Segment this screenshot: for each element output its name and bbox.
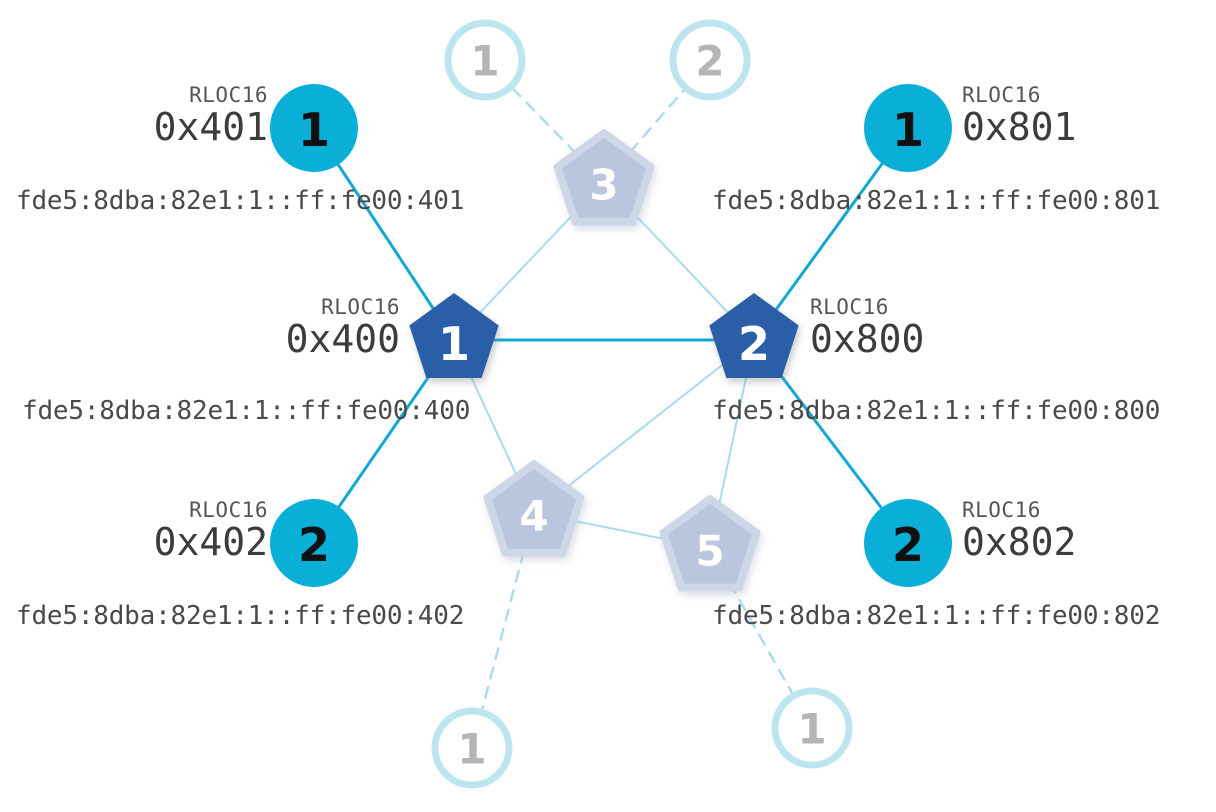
faded-router-3[interactable]: 3 <box>553 129 655 226</box>
faded-router-5[interactable]: 5 <box>659 495 761 592</box>
child-402[interactable]: 2 <box>270 499 358 587</box>
faded-child-bottom-right-badge: 1 <box>797 705 826 754</box>
router-400-badge: 1 <box>438 317 470 371</box>
child-402-rloc-value: 0x402 <box>153 520 268 565</box>
router-400[interactable]: 1 <box>409 293 499 379</box>
child-801-ipv6: fde5:8dba:82e1:1::ff:fe00:801 <box>712 186 1161 216</box>
faded-child-bottom-right[interactable]: 1 <box>771 687 853 769</box>
child-402-badge: 2 <box>298 518 330 572</box>
router-800-rloc-value: 0x800 <box>810 317 925 362</box>
child-801[interactable]: 1 <box>864 84 952 172</box>
faded-router-4[interactable]: 4 <box>483 460 585 557</box>
router-400-rloc-caption: RLOC16 <box>321 295 400 319</box>
router-800[interactable]: 2 <box>709 293 799 379</box>
faded-child-bottom-left[interactable]: 1 <box>431 707 513 789</box>
router-800-ipv6: fde5:8dba:82e1:1::ff:fe00:800 <box>712 396 1161 426</box>
child-401-badge: 1 <box>298 103 330 157</box>
child-402-rloc-caption: RLOC16 <box>189 498 268 522</box>
child-802-rloc-value: 0x802 <box>962 520 1077 565</box>
child-401[interactable]: 1 <box>270 84 358 172</box>
faded-child-bottom-left-badge: 1 <box>457 725 486 774</box>
faded-child-top-right[interactable]: 2 <box>669 19 751 101</box>
faded-router-3-badge: 3 <box>589 161 618 210</box>
router-400-rloc-value: 0x400 <box>285 317 400 362</box>
link-faded <box>533 339 755 514</box>
faded-child-top-left-badge: 1 <box>470 37 499 86</box>
child-802-rloc-caption: RLOC16 <box>962 498 1041 522</box>
faded-child-top-right-badge: 2 <box>695 37 724 86</box>
router-800-badge: 2 <box>738 317 770 371</box>
child-401-ipv6: fde5:8dba:82e1:1::ff:fe00:401 <box>16 186 465 216</box>
router-400-ipv6: fde5:8dba:82e1:1::ff:fe00:400 <box>22 396 471 426</box>
faded-router-4-badge: 4 <box>519 492 548 541</box>
faded-router-5-badge: 5 <box>695 527 724 576</box>
child-401-rloc-caption: RLOC16 <box>189 83 268 107</box>
child-802[interactable]: 2 <box>864 499 952 587</box>
router-800-rloc-caption: RLOC16 <box>810 295 889 319</box>
link-dashed <box>708 546 814 730</box>
child-401-rloc-value: 0x401 <box>153 105 268 150</box>
faded-child-top-left[interactable]: 1 <box>444 19 526 101</box>
child-402-ipv6: fde5:8dba:82e1:1::ff:fe00:402 <box>16 601 465 631</box>
child-801-badge: 1 <box>892 103 924 157</box>
child-802-badge: 2 <box>892 518 924 572</box>
child-802-ipv6: fde5:8dba:82e1:1::ff:fe00:802 <box>712 601 1161 631</box>
child-801-rloc-caption: RLOC16 <box>962 83 1041 107</box>
child-801-rloc-value: 0x801 <box>962 105 1077 150</box>
